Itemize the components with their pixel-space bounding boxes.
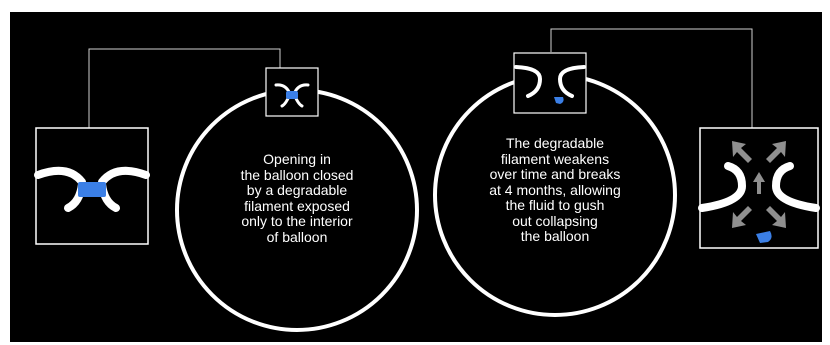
right-circle-caption: The degradable filament weakens over tim…: [472, 136, 638, 245]
caption-line: The degradable: [472, 136, 638, 152]
caption-line: out collapsing: [472, 214, 638, 230]
caption-line: only to the interior: [222, 214, 372, 230]
closed-valve-icon: [266, 68, 318, 116]
caption-line: the balloon closed: [222, 168, 372, 184]
connector-line-left: [89, 49, 280, 128]
caption-line: by a degradable: [222, 183, 372, 199]
caption-line: filament weakens: [472, 152, 638, 168]
diagram-panel: Opening in the balloon closed by a degra…: [10, 12, 822, 342]
caption-line: the fluid to gush: [472, 198, 638, 214]
closed-valve-detail-icon: [36, 128, 148, 244]
caption-line: the balloon: [472, 229, 638, 245]
inward-arrows-icon: [700, 128, 818, 248]
open-valve-icon: [514, 53, 586, 113]
caption-line: at 4 months, allowing: [472, 183, 638, 199]
caption-line: Opening in: [222, 152, 372, 168]
caption-line: over time and breaks: [472, 167, 638, 183]
balloon-valve-diagram: [10, 12, 822, 342]
left-circle-caption: Opening in the balloon closed by a degra…: [222, 152, 372, 245]
caption-line: of balloon: [222, 230, 372, 246]
caption-line: filament exposed: [222, 199, 372, 215]
